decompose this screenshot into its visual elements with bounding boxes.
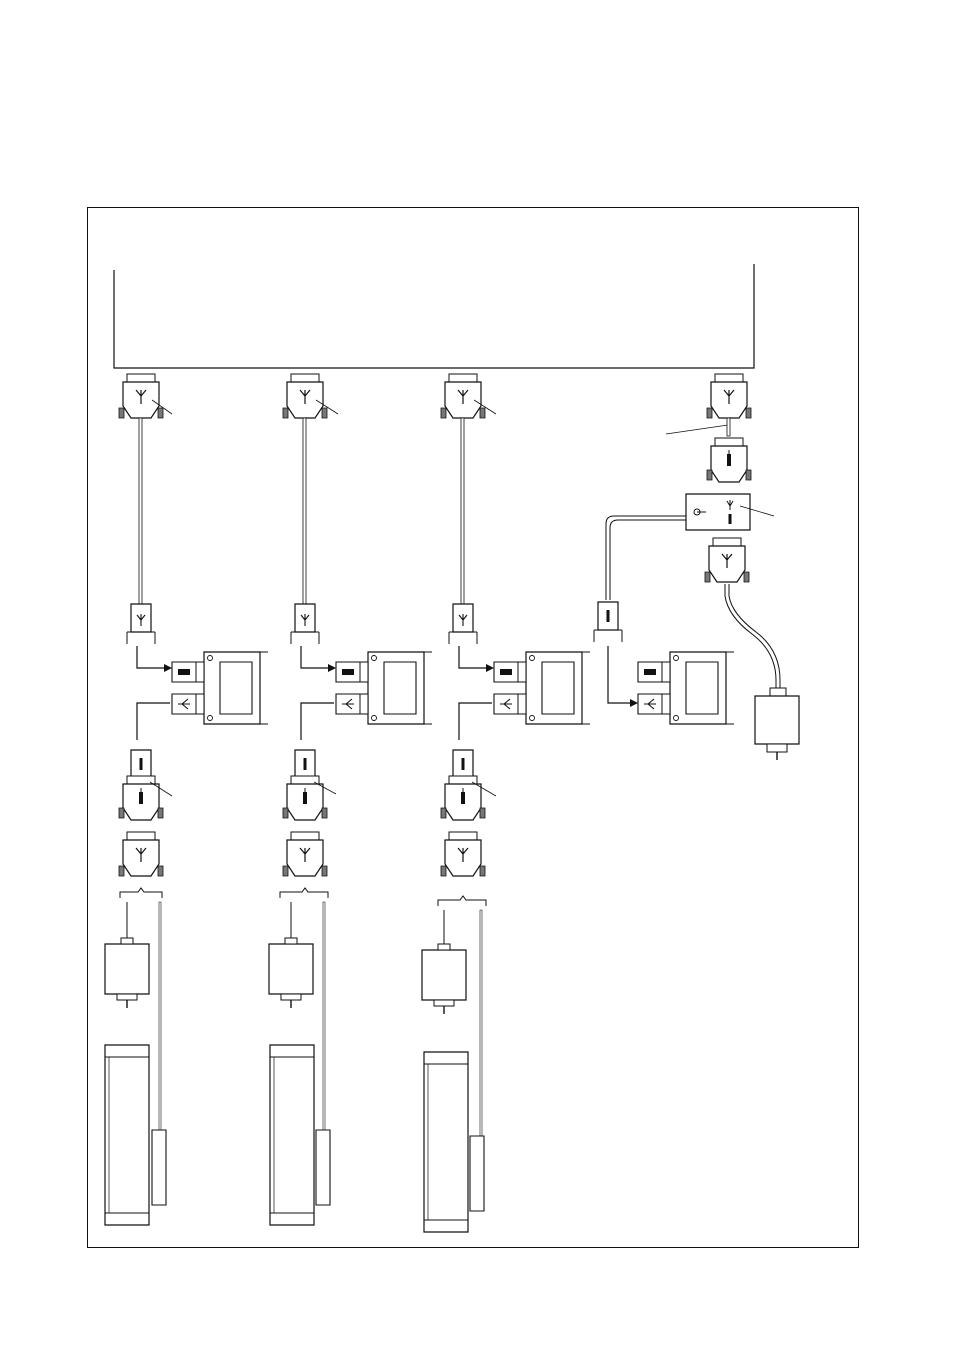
arrow-line [301, 703, 334, 740]
leader-line [740, 506, 774, 516]
arrowhead [164, 664, 172, 672]
arrow-line [459, 703, 492, 740]
linear-scale [423, 1051, 469, 1233]
arrowhead [486, 664, 494, 672]
splitter-box [686, 494, 750, 530]
controller-connector-4 [706, 373, 752, 419]
scale-head [470, 1136, 484, 1211]
leader-line [152, 400, 172, 414]
encoder-connector [440, 831, 486, 877]
diagram-frame [88, 208, 859, 1248]
leader-line [314, 782, 336, 794]
controller-unit [114, 264, 754, 368]
arrow-line [137, 646, 166, 668]
arrow-line [301, 646, 330, 668]
encoder-adapter [282, 775, 328, 821]
servo-amplifier [171, 651, 269, 725]
short-cable [727, 418, 730, 436]
controller-connector-2 [282, 373, 328, 419]
encoder-connector [118, 831, 164, 877]
encoder-adapter [440, 775, 486, 821]
column-axis-3 [421, 373, 591, 1233]
servo-amplifier [637, 651, 735, 725]
scale-head [316, 1130, 330, 1205]
leader-line [666, 425, 728, 434]
splitter-cable [606, 516, 686, 600]
arrowhead [328, 664, 336, 672]
column-axis-2 [268, 373, 433, 1226]
cable [461, 418, 464, 604]
cable-plug-female [290, 603, 320, 645]
leader-line [150, 782, 172, 796]
controller-connector-3 [440, 373, 486, 419]
encoder-connector [282, 831, 328, 877]
motor [104, 903, 150, 1009]
splitter-input-connector [706, 437, 752, 483]
cable-plug-female [448, 603, 478, 645]
leader-line [472, 782, 496, 796]
scale-cable [323, 902, 325, 1130]
bracket [438, 896, 486, 906]
arrowhead [630, 699, 638, 707]
column-axis-1 [104, 373, 269, 1226]
servo-amplifier [493, 651, 591, 725]
leader-line [316, 400, 338, 414]
servo-amplifier [335, 651, 433, 725]
arrow-line [137, 703, 170, 740]
arrow-line [459, 646, 488, 668]
motor [770, 688, 786, 696]
motor [421, 909, 467, 1015]
scale-head [152, 1130, 166, 1205]
controller-connector-1 [118, 373, 164, 419]
motor-body [755, 696, 799, 744]
cable [139, 418, 142, 604]
cable [303, 418, 306, 604]
encoder-adapter [118, 775, 164, 821]
linear-scale [269, 1044, 315, 1226]
splitter-output-connector [704, 537, 750, 583]
bracket [120, 888, 162, 898]
motor-cable [725, 584, 776, 694]
arrow-line [608, 646, 632, 703]
scale-cable [480, 910, 482, 1136]
cable-plug-male [593, 601, 623, 643]
scale-cable [159, 902, 161, 1130]
linear-scale [104, 1044, 150, 1226]
motor [268, 903, 314, 1009]
column-axis-4 [593, 373, 799, 760]
bracket [280, 888, 328, 898]
leader-line [474, 400, 496, 414]
cable-plug-female [126, 603, 156, 645]
